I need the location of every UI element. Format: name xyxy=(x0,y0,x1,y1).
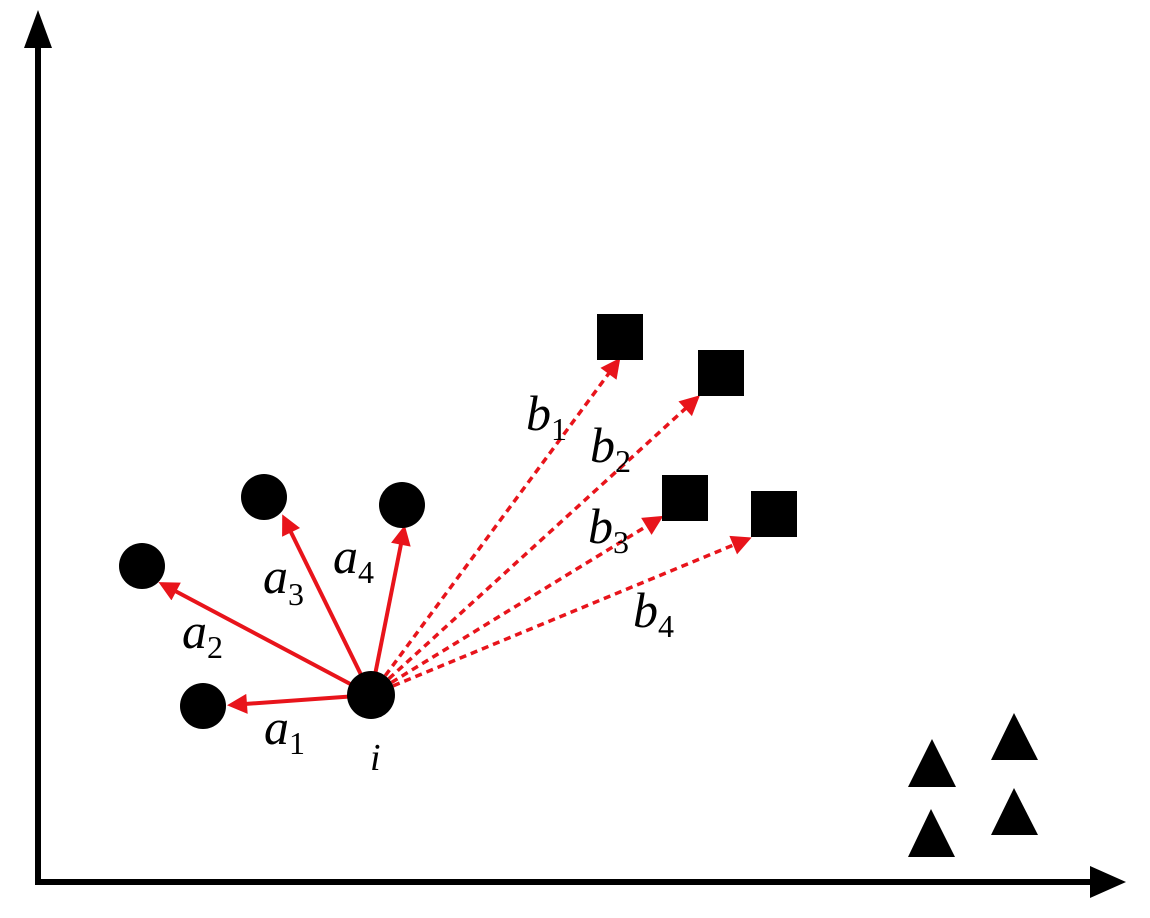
label-b1: b1 xyxy=(526,385,567,447)
center-point-i xyxy=(347,671,395,719)
arrow-b4 xyxy=(370,535,752,697)
arrow-b2 xyxy=(369,395,700,697)
label-b4: b4 xyxy=(633,582,674,644)
triangle-points xyxy=(908,713,1038,857)
square-points xyxy=(597,314,797,537)
x-axis-arrowhead xyxy=(1090,866,1126,898)
circle-point xyxy=(241,474,287,520)
triangle-point xyxy=(908,739,956,787)
square-point xyxy=(751,491,797,537)
triangle-point xyxy=(908,809,955,857)
y-axis-arrowhead xyxy=(24,10,52,48)
label-b3: b3 xyxy=(588,498,629,560)
arrow-b3 xyxy=(370,515,664,697)
triangle-point xyxy=(991,713,1038,760)
square-point xyxy=(597,314,643,360)
square-point xyxy=(662,475,708,521)
circle-points xyxy=(119,474,425,729)
label-a3: a3 xyxy=(263,548,304,612)
circle-point xyxy=(180,683,226,729)
arrow-a2 xyxy=(158,582,372,697)
label-i: i xyxy=(370,737,381,779)
arrow-a3 xyxy=(282,514,373,696)
triangle-point xyxy=(991,788,1038,835)
circle-point xyxy=(119,543,165,589)
label-b2: b2 xyxy=(590,417,631,479)
square-point xyxy=(698,350,744,396)
circle-point xyxy=(379,482,425,528)
axes xyxy=(24,10,1126,898)
inter-class-arrows xyxy=(369,357,752,697)
arrow-a4 xyxy=(369,525,411,696)
label-a4: a4 xyxy=(333,528,374,590)
label-a2: a2 xyxy=(182,603,223,665)
arrow-b1 xyxy=(369,357,621,697)
label-a1: a1 xyxy=(264,699,305,761)
labels: i a1 a2 a3 a4 b1 b2 b3 b4 xyxy=(182,385,674,779)
